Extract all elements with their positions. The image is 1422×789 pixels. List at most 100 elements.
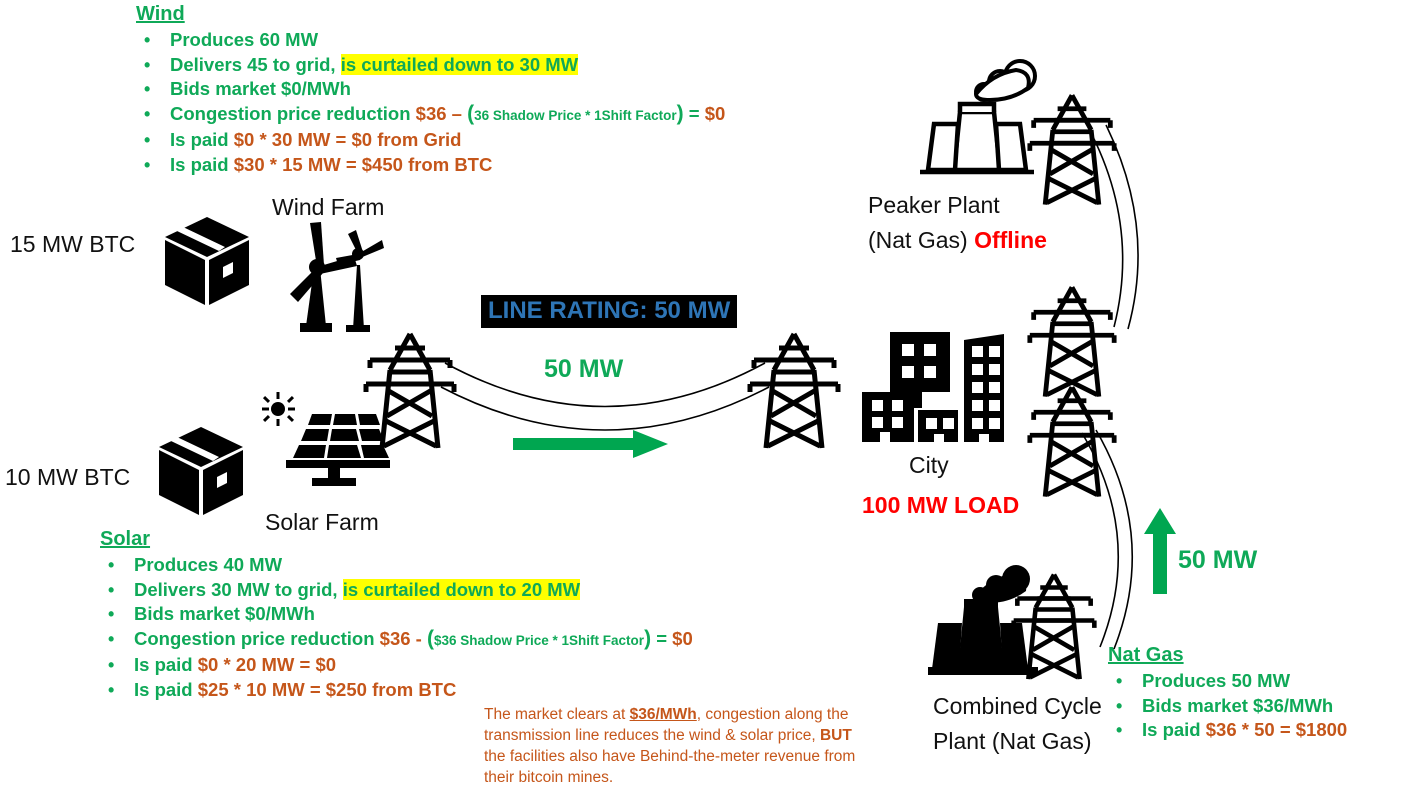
transmission-tower-plant-icon	[1010, 570, 1098, 682]
transmission-tower-lower-icon	[1026, 382, 1118, 500]
ccgt-label-line1: Combined Cycle	[933, 693, 1102, 719]
note-part-1: The market clears at	[484, 706, 630, 723]
bullet-text-part: $0	[672, 627, 693, 649]
bullet-dot-icon: •	[108, 679, 115, 700]
wind-bullet-list: • Produces 60 MW • Delivers 45 to grid, is …	[136, 28, 725, 177]
bullet-text-part: Delivers 45 to grid,	[170, 53, 341, 75]
bullet-item: •Bids market $0/MWh	[100, 602, 693, 627]
bullet-text-part: $36 * 50 = $1800	[1205, 719, 1348, 740]
bullet-dot-icon: •	[144, 130, 151, 150]
city-load-label: 100 MW LOAD	[862, 492, 1020, 518]
bullet-text: Is paid $0 * 30 MW = $0 from Grid	[170, 128, 461, 153]
peaker-plant-icon	[916, 59, 1044, 180]
bullet-item: • Produces 40 MW	[100, 553, 693, 578]
line-rating-badge: LINE RATING: 50 MW	[481, 295, 738, 328]
bullet-text-part: $0 * 30 MW = $0 from Grid	[233, 129, 462, 150]
bullet-text-part: )	[676, 101, 684, 125]
line-flow-label: 50 MW	[544, 355, 624, 383]
bullet-text: Congestion price reduction $36 - ($36 Sh…	[134, 627, 693, 654]
bullet-text: Congestion price reduction $36 – (36 Sha…	[170, 102, 725, 129]
solar-heading: Solar	[100, 528, 151, 550]
bullet-text-part: Produces 50 MW	[1142, 670, 1291, 691]
bullet-dot-icon: •	[144, 30, 151, 50]
bullet-item: • Produces 50 MW	[1108, 669, 1347, 694]
natgas-heading: Nat Gas	[1108, 644, 1184, 666]
city-label: City	[909, 452, 949, 478]
bullet-item: • Produces 60 MW	[136, 28, 725, 53]
bullet-text: Bids market $36/MWh	[1142, 694, 1333, 719]
transmission-tower-left-icon	[362, 330, 458, 450]
transmission-tower-right-icon	[746, 330, 842, 450]
note-part-5: the facilities also have Behind-the-mete…	[484, 748, 856, 786]
bullet-text-part: $0	[704, 102, 726, 124]
bullet-text: Is paid $25 * 10 MW = $250 from BTC	[134, 678, 456, 703]
bullet-text-part: Bids market $0/MWh	[170, 78, 351, 99]
bullet-text-part: Is paid	[170, 153, 234, 175]
bullet-text: Produces 60 MW	[170, 28, 318, 53]
bullet-text-part: Is paid	[170, 129, 234, 150]
bullet-text-part: $36 -	[379, 627, 427, 649]
transmission-line-center	[440, 362, 770, 431]
solar-farm-label: Solar Farm	[265, 509, 379, 535]
bullet-item: • Bids market $0/MWh	[136, 77, 725, 102]
bullet-dot-icon: •	[144, 103, 151, 124]
solar-bullet-list: • Produces 40 MW • Delivers 30 MW to grid, …	[100, 553, 693, 702]
bullet-text: Is paid $0 * 20 MW = $0	[134, 653, 336, 678]
peaker-status-badge: Offline	[974, 227, 1047, 253]
bullet-text-part: Congestion price reduction	[134, 627, 380, 649]
bullet-text-part: Is paid	[134, 678, 198, 700]
bullet-dot-icon: •	[108, 579, 115, 600]
note-emphasis-but: BUT	[819, 727, 852, 744]
transmission-tower-mid-icon	[1026, 282, 1118, 400]
bullet-text-part: is curtailed down to 20 MW	[342, 578, 581, 600]
bullet-text-part: $36 –	[415, 102, 468, 124]
bullet-text-part: =	[651, 627, 673, 649]
ccgt-label-line2: Plant (Nat Gas)	[933, 728, 1092, 754]
bullet-item: • Is paid $0 * 30 MW = $0 from Grid	[136, 128, 725, 153]
flow-direction-arrow-right	[513, 430, 668, 458]
bullet-item: •Is paid $0 * 20 MW = $0	[100, 653, 693, 678]
bullet-item: •Bids market $36/MWh	[1108, 694, 1347, 719]
bullet-dot-icon: •	[144, 154, 151, 175]
line-rating-text: LINE RATING: 50 MW	[481, 295, 738, 328]
bitcoin-box-solar-icon	[157, 425, 245, 518]
bullet-text-part: Bids market $36/MWh	[1142, 694, 1334, 716]
wind-turbine-icon	[288, 218, 384, 333]
bullet-text-part: $30 * 15 MW = $450 from BTC	[233, 153, 493, 175]
bullet-text-part: Is paid	[134, 654, 198, 675]
transmission-tower-peaker-icon	[1026, 90, 1118, 208]
bullet-text-part: Produces 40 MW	[134, 554, 283, 575]
bullet-dot-icon: •	[1116, 671, 1123, 691]
bullet-text-part: is curtailed down to 30 MW	[340, 53, 579, 75]
transmission-line-lower-right	[1081, 429, 1134, 650]
natgas-bullet-list: •Produces 50 MW•Bids market $36/MWh•Is p…	[1108, 669, 1347, 743]
bullet-item: • Congestion price reduction $36 - ($36 S…	[100, 627, 693, 654]
bullet-text-part: $36 Shadow Price * 1Shift Factor	[433, 632, 645, 648]
bullet-dot-icon: •	[108, 628, 115, 649]
bullet-text: Delivers 45 to grid, is curtailed down t…	[170, 53, 579, 78]
bullet-text-part: $0 * 20 MW = $0	[197, 654, 337, 675]
flow-direction-arrow-up	[1144, 508, 1176, 594]
bullet-text-part: Produces 60 MW	[170, 29, 319, 50]
bullet-text-part: Is paid	[1142, 719, 1206, 740]
peaker-plant-label-line2: (Nat Gas) Offline	[868, 225, 1047, 255]
bullet-text: Is paid $36 * 50 = $1800	[1142, 718, 1347, 743]
bullet-dot-icon: •	[108, 555, 115, 575]
bullet-text: Produces 40 MW	[134, 553, 282, 578]
bullet-dot-icon: •	[1116, 720, 1123, 740]
bullet-dot-icon: •	[144, 54, 151, 75]
bullet-text-part: =	[683, 102, 705, 124]
bullet-dot-icon: •	[144, 79, 151, 99]
bullet-item: • Is paid $36 * 50 = $1800	[1108, 718, 1347, 743]
bullet-text: Bids market $0/MWh	[134, 602, 315, 627]
bullet-text: Delivers 30 MW to grid, is curtailed dow…	[134, 578, 581, 603]
city-icon	[862, 318, 1004, 444]
bullet-item: • Delivers 45 to grid, is curtailed down …	[136, 53, 725, 78]
solar-info-block: Solar • Produces 40 MW • Delivers 30 MW to …	[100, 529, 693, 702]
market-note-paragraph: The market clears at $36/MWh, congestion…	[484, 704, 876, 788]
note-clearing-price: $36/MWh	[629, 706, 697, 723]
bullet-text-part: )	[644, 626, 652, 650]
bullet-text-part: Delivers 30 MW to grid,	[134, 578, 343, 600]
combined-cycle-plant-icon	[928, 565, 1046, 677]
